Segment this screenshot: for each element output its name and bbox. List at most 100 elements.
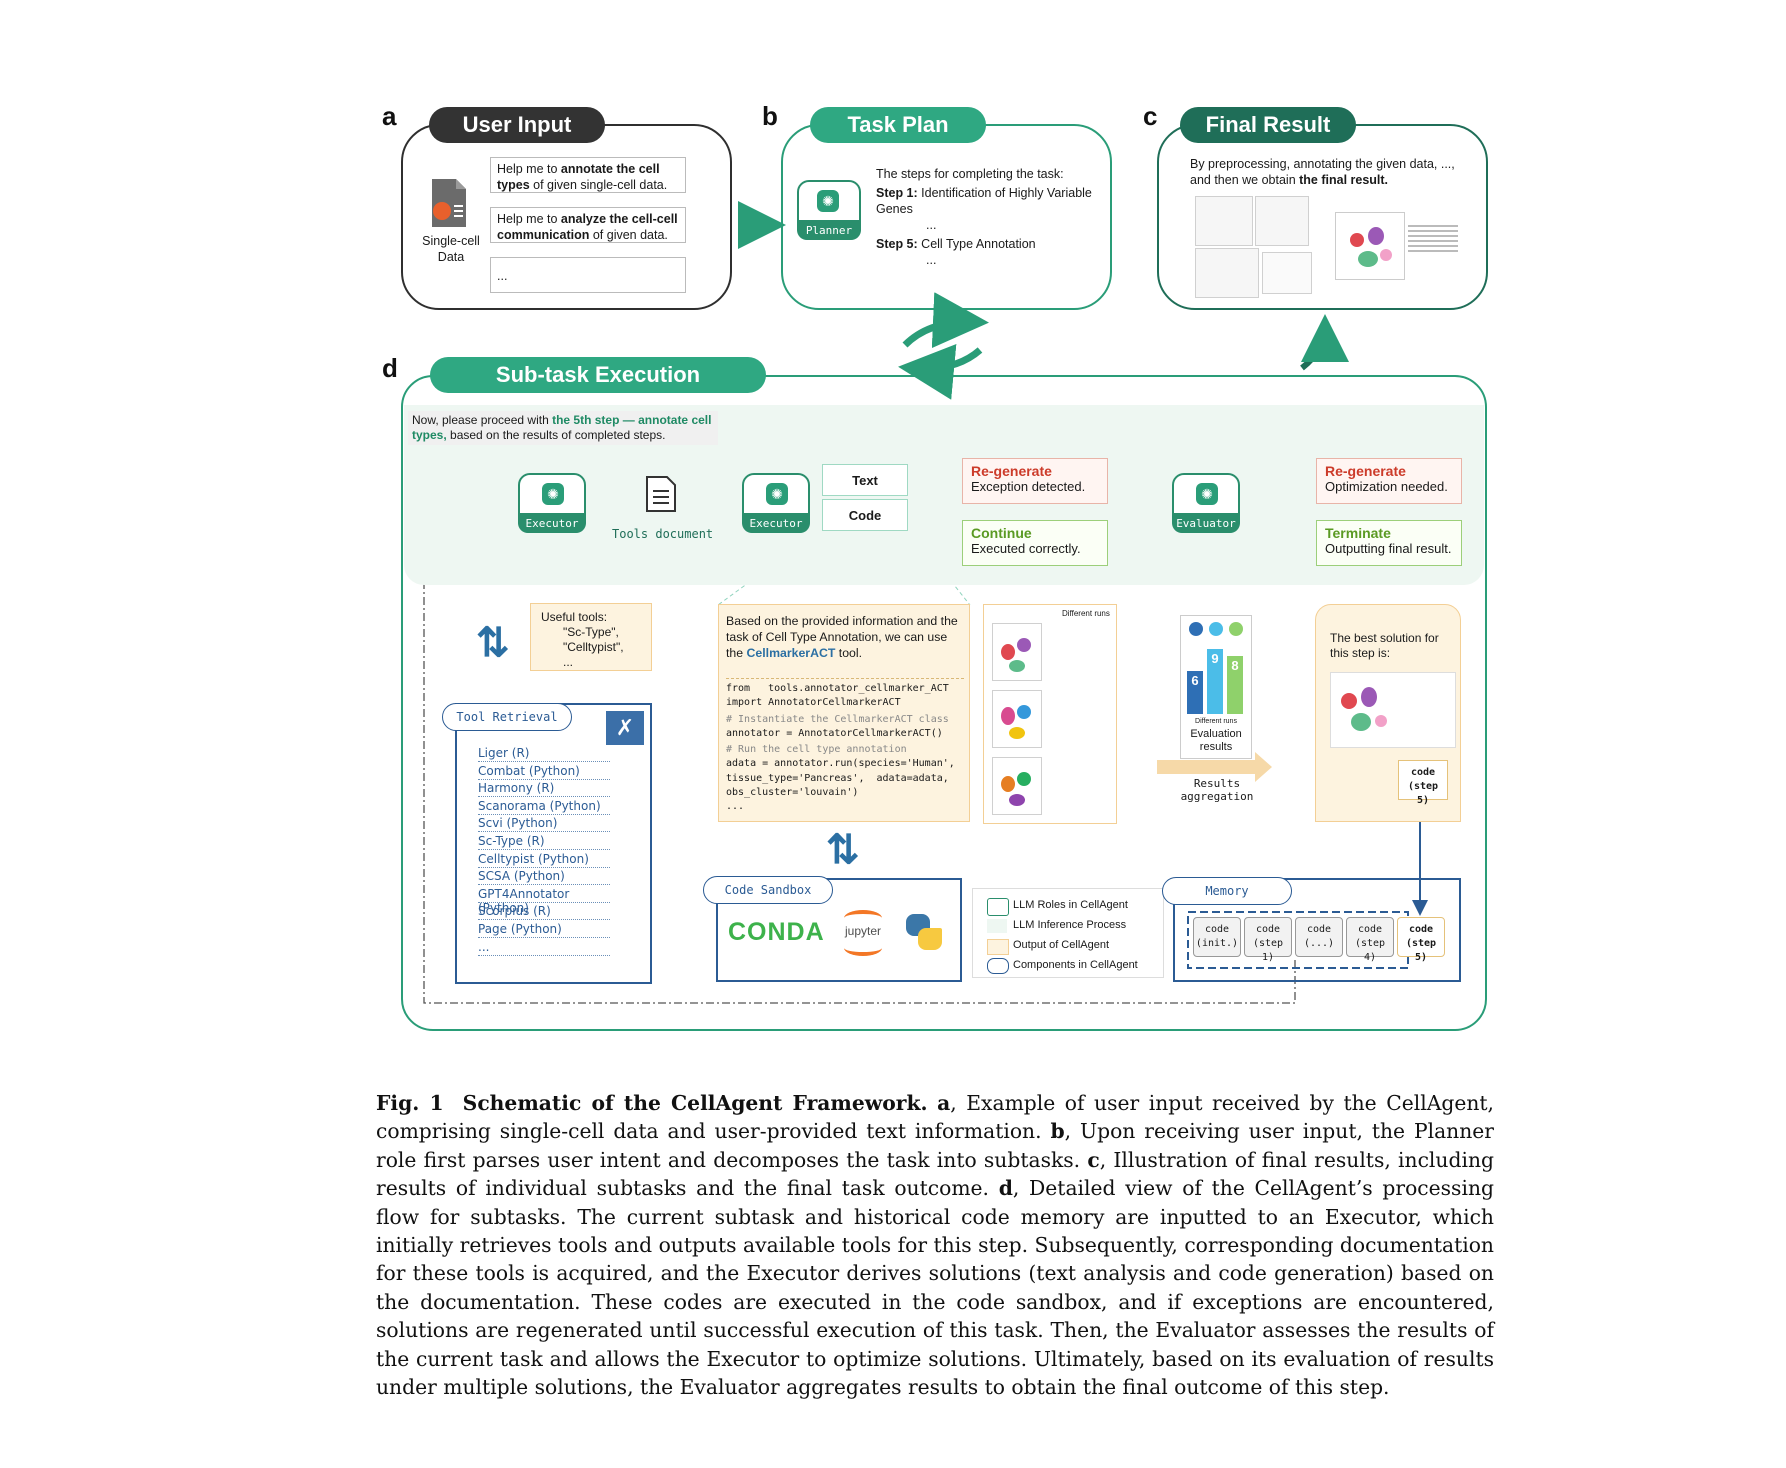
executor-icon-1: ✺ Executor [518,473,586,533]
regenerate-box-1: Re-generate Exception detected. [962,458,1108,504]
panel-letter-a: a [382,101,397,131]
eval-results-line2: results [1199,741,1233,753]
results-agg-line1: Results [1193,777,1241,790]
memory-cell-line1: code [1306,924,1332,935]
task-plan-text: The steps for completing the task: Step … [876,166,1096,268]
solution-box [718,604,970,822]
task-plan-title: Task Plan [810,107,986,143]
solution-text-post: tool. [835,646,863,660]
evaluator-icon: ✺ Evaluator [1172,473,1240,533]
gpt-logo-icon: ✺ [766,483,788,505]
caption-c-label: c [1087,1147,1100,1172]
evaluation-score: 8 [1231,658,1239,674]
final-result-text: By preprocessing, annotating the given d… [1190,156,1470,188]
regenerate-1-title: Re-generate [971,463,1052,479]
caption-b-label: b [1050,1119,1065,1144]
tool-list-item: Sc-Type (R) [478,834,610,850]
document-icon [645,475,677,513]
sandbox-swap-icon: ⇅ [826,828,860,872]
step5-text: Cell Type Annotation [921,237,1036,251]
tool-list-item: Celltypist (Python) [478,852,610,868]
plan-intro: The steps for completing the task: [876,167,1064,181]
memory-code-cell: code(step 4) [1346,917,1394,963]
prompt2-post: of given data. [589,228,668,242]
code-line: adata = annotator.run(species='Human', [726,758,955,770]
single-cell-data-icon [428,177,470,229]
code-line: annotator = AnnotatorCellmarkerACT() [726,727,943,739]
instruction-post: based on the results of completed steps. [446,428,666,442]
python-icon [904,912,944,952]
final-result-legend [1408,222,1458,268]
prompt2-bold: analyze the cell-cell communication [497,212,678,242]
tool-list-item: Harmony (R) [478,781,610,798]
useful-tool-3: ... [563,655,574,669]
legend-item-4: Components in CellAgent [1013,959,1138,971]
tool-list-item: Page (Python) [478,922,610,938]
swap-arrows-icon: ⇅ [476,621,510,665]
planner-icon: ✺ Planner [797,180,861,240]
final-result-plot-3 [1195,248,1259,298]
single-cell-data-label: Single-cell Data [416,233,486,265]
final-result-text-bold: the final result. [1299,173,1389,187]
solution-text: Based on the provided information and th… [726,613,962,661]
memory-cell-line2: (...) [1303,938,1335,949]
final-result-plot-1 [1195,196,1253,246]
code-step5-box: code (step 5) [1398,760,1448,806]
step5-label: Step 5: [876,237,918,251]
panel-letter-d: d [382,353,398,383]
conda-logo: CONDA [728,918,825,946]
caption-a-label: a [937,1091,951,1115]
tool-list-item: Scvi (Python) [478,816,610,833]
memory-cell-line2: (step 4) [1354,938,1386,963]
code-step5-line2: (step 5) [1407,781,1439,806]
tool-list-item: ... [478,940,610,956]
code-sandbox-panel [716,878,962,982]
step1-label: Step 1: [876,186,918,200]
tool-retrieval-title: Tool Retrieval [442,703,572,731]
run-plot-3 [992,757,1042,815]
planner-label: Planner [797,220,861,240]
step-instruction: Now, please proceed with the 5th step — … [408,411,718,445]
different-runs-label: Different runs [1062,609,1110,618]
memory-code-cell: code (init.) [1193,917,1241,957]
eval-different-runs: Different runs [1195,718,1237,725]
code-line: tissue_type='Pancreas', adata=adata, [726,772,949,784]
code-line: ... [726,801,745,813]
step1-text: Identification of Highly Variable Genes [876,186,1092,216]
emoji-face-icon [1229,622,1243,636]
user-prompt-3: ... [490,257,686,293]
results-aggregation-label: Results aggregation [1172,777,1262,803]
memory-code-cell: code (...) [1295,917,1343,957]
best-solution-plot [1330,672,1456,748]
gpt-logo-icon: ✺ [817,190,839,212]
panel-letter-b: b [762,101,778,131]
tools-wrench-icon: ✗ [606,711,644,745]
tool-list-item: Scorpius (R) [478,904,610,921]
legend-item-3: Output of CellAgent [1013,939,1110,951]
useful-tools-title: Useful tools: [541,610,608,624]
prompt1-pre: Help me to [497,162,561,176]
final-result-table [1262,252,1312,294]
jupyter-logo: jupyter [840,910,886,956]
memory-cell-line1: code [1204,924,1230,935]
caption-fig-label: Fig. 1 [376,1091,444,1115]
solution-text-pre: Based on the provided information and th… [726,614,958,660]
code-line: obs_cluster='louvain') [726,787,859,799]
code-line: import AnnotatorCellmarkerACT [726,697,901,709]
useful-tools-box: Useful tools: "Sc-Type", "Celltypist", .… [530,603,652,671]
caption-c-text: , Illustration of final results, includi… [376,1147,1494,1201]
gpt-logo-icon: ✺ [542,483,564,505]
terminate-title: Terminate [1325,525,1391,541]
inference-legend-icon [987,919,1007,933]
memory-code-cell: code(step 5) [1397,917,1445,963]
caption-b-text: , Upon receiving user input, the Planner… [376,1119,1494,1172]
caption-d-text: , Detailed view of the CellAgent’s proce… [376,1176,1494,1400]
best-solution-text: The best solution for this step is: [1330,631,1439,661]
terminate-box: Terminate Outputting final result. [1316,520,1462,566]
continue-text: Executed correctly. [971,541,1081,556]
executor-label-2: Executor [742,513,810,533]
run-plot-2 [992,690,1042,748]
executor-icon-2: ✺ Executor [742,473,810,533]
memory-cell-line2: (init.) [1195,938,1239,949]
